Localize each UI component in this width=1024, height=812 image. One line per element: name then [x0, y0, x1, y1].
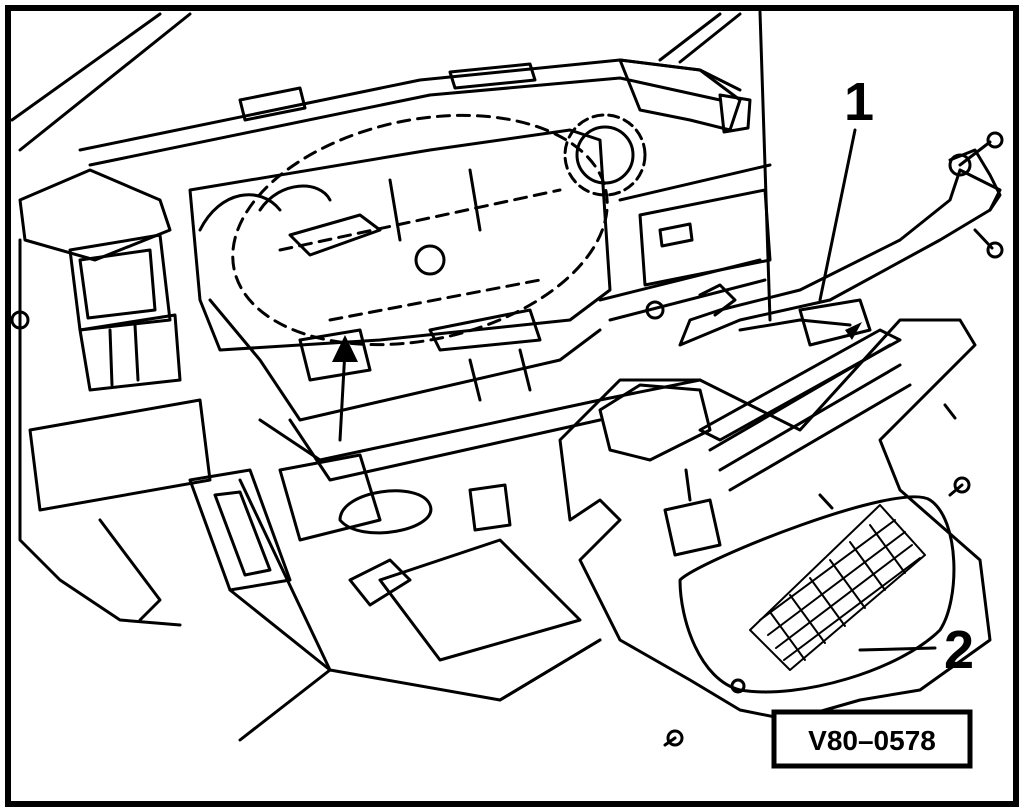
lower-dash: [208, 163, 772, 482]
part-1-trim-bracket: [678, 131, 1004, 347]
figure-border: [5, 5, 1019, 807]
floor-tunnel: [228, 453, 602, 742]
screw-markers: [663, 403, 971, 747]
figure-code-box: V80–0578: [771, 709, 973, 769]
dashboard-top: [78, 58, 752, 167]
arrow-head: [332, 335, 358, 362]
callout-2: 2: [944, 620, 974, 680]
windshield-lines: [10, 10, 772, 322]
callout-1: 1: [844, 72, 874, 132]
figure-code: V80–0578: [808, 725, 936, 756]
steering-wheel-dashed: [231, 113, 609, 347]
callout-leaders: [338, 128, 937, 652]
grille-hatch: [749, 504, 926, 671]
part-2-lower-cover: [558, 318, 992, 722]
arrow-head-small-1: [845, 322, 862, 340]
center-console-stack: [10, 168, 292, 627]
instrument-cluster: [188, 113, 647, 352]
